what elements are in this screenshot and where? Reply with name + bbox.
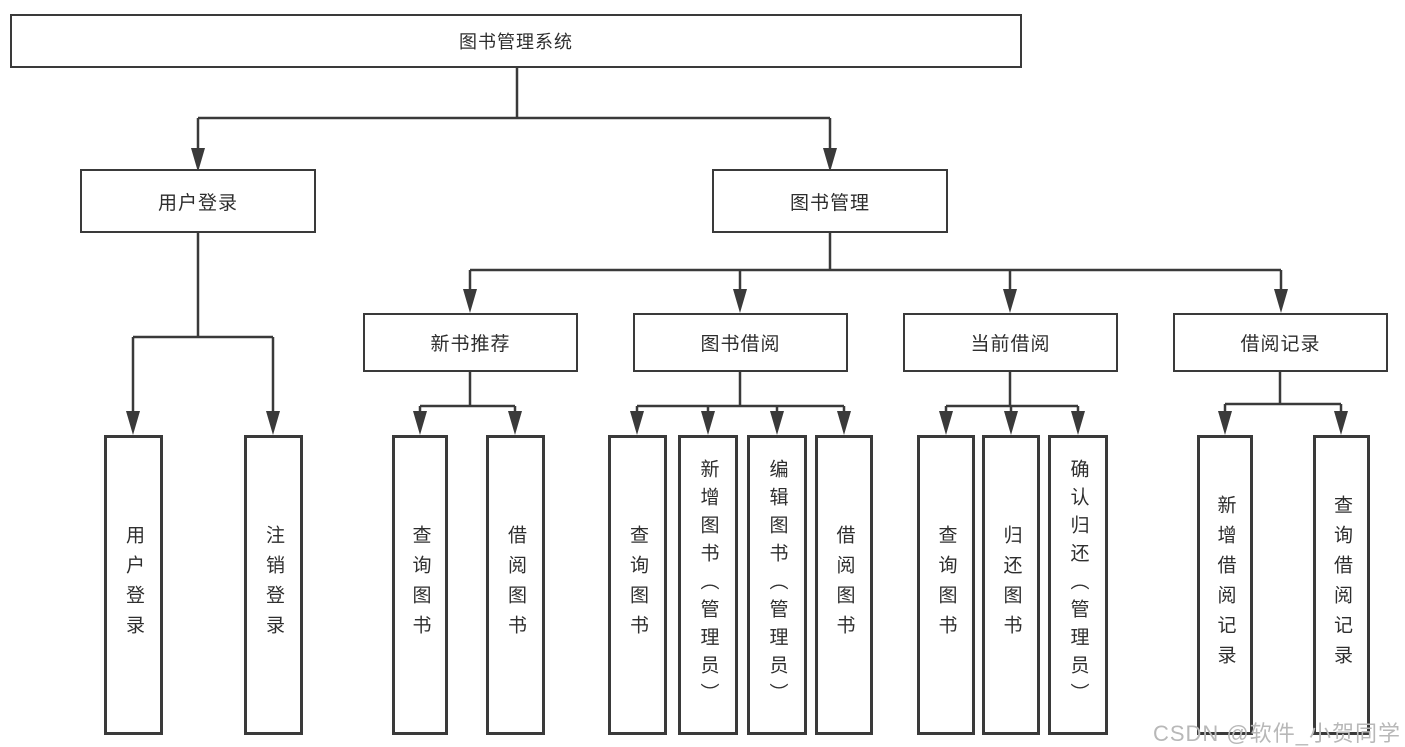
node-book-management-branch: 图书管理 [712,169,948,233]
leaf-edit-book-admin-label: 编辑图书（管理员） [766,459,788,711]
leaf-add-book-admin: 新增图书（管理员） [678,435,738,735]
leaf-borrow-books-recommend-label: 借阅图书 [505,525,526,645]
leaf-logout: 注销登录 [244,435,303,735]
csdn-watermark: CSDN @软件_小贺同学 [1152,721,1401,746]
node-user-login-branch: 用户登录 [80,169,316,233]
leaf-query-books-recommend-label: 查询图书 [409,525,431,645]
leaf-borrow-books-recommend: 借阅图书 [486,435,545,735]
leaf-return-books: 归还图书 [982,435,1040,735]
leaf-edit-book-admin: 编辑图书（管理员） [747,435,807,735]
leaf-query-books-borrowing-label: 查询图书 [627,525,648,645]
leaf-query-books-recommend: 查询图书 [392,435,448,735]
leaf-query-borrow-record: 查询借阅记录 [1313,435,1370,735]
leaf-add-borrow-record-label: 新增借阅记录 [1214,495,1236,675]
arrowheads [126,148,1348,435]
leaf-confirm-return-admin: 确认归还（管理员） [1048,435,1108,735]
leaf-return-books-label: 归还图书 [1000,525,1022,645]
leaf-query-borrow-record-label: 查询借阅记录 [1331,495,1352,675]
leaf-user-login: 用户登录 [104,435,163,735]
leaf-borrow-books-label: 借阅图书 [833,525,855,645]
node-book-borrowing: 图书借阅 [633,313,848,372]
node-current-borrowing: 当前借阅 [903,313,1118,372]
node-new-book-recommend: 新书推荐 [363,313,578,372]
leaf-borrow-books: 借阅图书 [815,435,873,735]
leaf-query-books-current: 查询图书 [917,435,975,735]
leaf-user-login-label: 用户登录 [123,525,144,645]
node-borrowing-records: 借阅记录 [1173,313,1388,372]
leaf-query-books-borrowing: 查询图书 [608,435,667,735]
leaf-add-borrow-record: 新增借阅记录 [1197,435,1253,735]
leaf-query-books-current-label: 查询图书 [935,525,957,645]
node-library-system: 图书管理系统 [10,14,1022,68]
leaf-confirm-return-admin-label: 确认归还（管理员） [1067,459,1089,711]
leaf-logout-label: 注销登录 [263,525,284,645]
leaf-add-book-admin-label: 新增图书（管理员） [697,459,719,711]
